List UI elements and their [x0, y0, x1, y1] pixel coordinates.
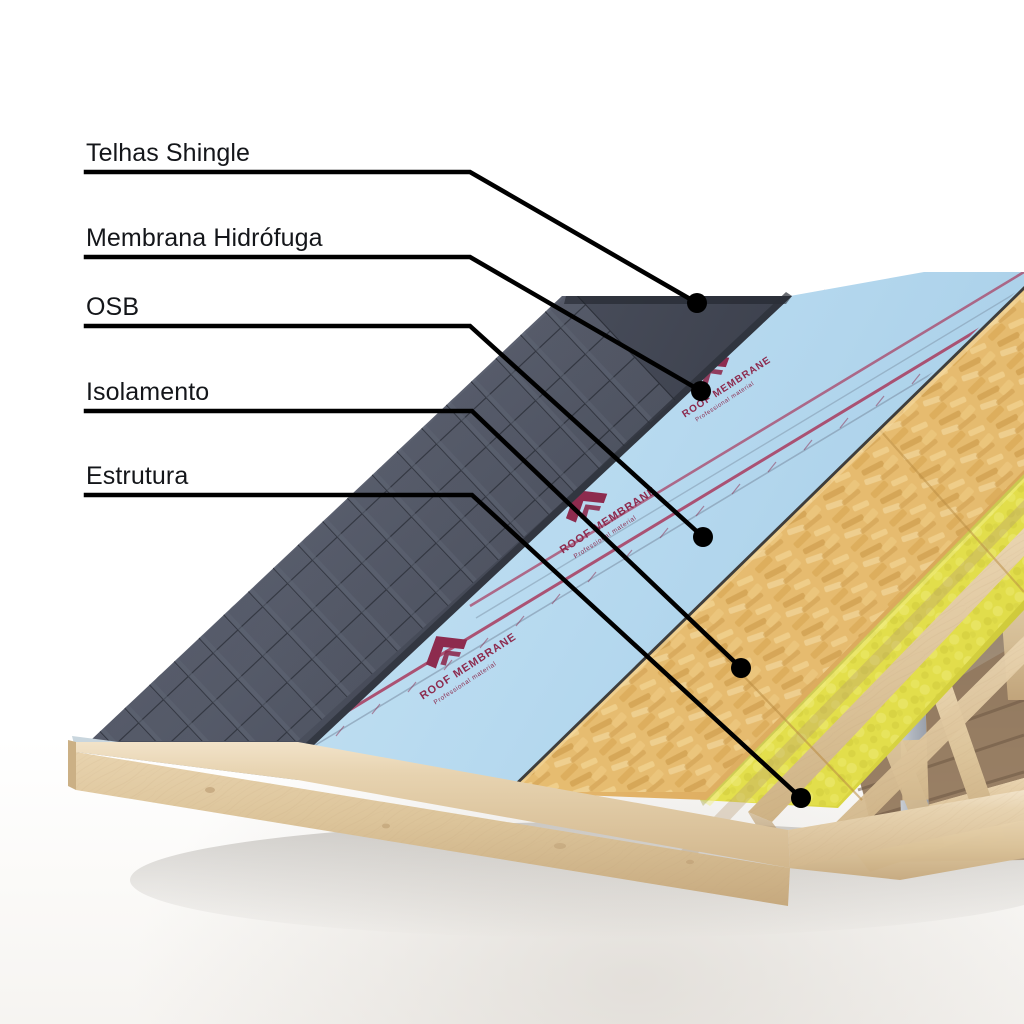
callout-line-isolamento — [83, 408, 745, 672]
callout-line-membrana-hidrofuga — [83, 254, 705, 395]
label-isolamento: Isolamento — [86, 378, 210, 406]
eave-board — [68, 736, 790, 906]
callout-dots — [687, 293, 811, 808]
label-osb: OSB — [86, 293, 140, 321]
label-telhas-shingle: Telhas Shingle — [86, 139, 251, 167]
callout-dot-membrana-hidrofuga — [691, 381, 711, 401]
label-membrana-hidrofuga: Membrana Hidrófuga — [86, 224, 323, 252]
eave-board-right — [788, 790, 1024, 880]
label-estrutura: Estrutura — [86, 462, 189, 490]
callout-line-osb — [83, 323, 707, 541]
callout-lines — [83, 169, 805, 802]
callout-line-estrutura — [83, 492, 805, 802]
callout-line-telhas-shingle — [83, 169, 701, 307]
callout-dot-estrutura — [791, 788, 811, 808]
callout-dot-osb — [693, 527, 713, 547]
roof-rafters — [660, 500, 1024, 880]
callout-dot-telhas-shingle — [687, 293, 707, 313]
callout-dot-isolamento — [731, 658, 751, 678]
